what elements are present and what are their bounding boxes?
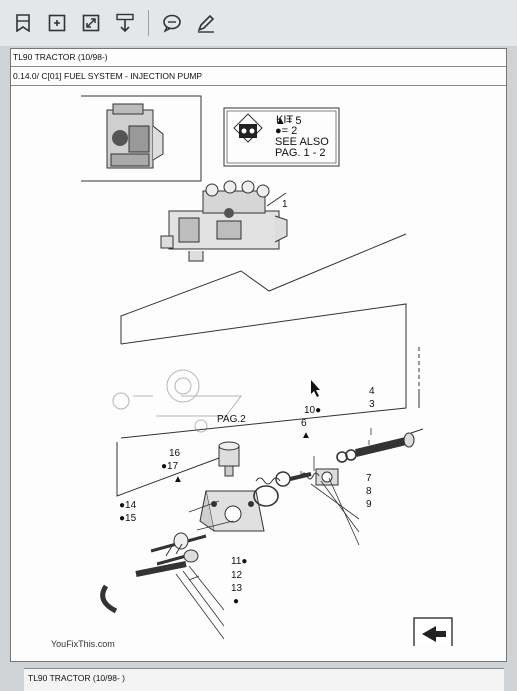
callout-8: 8 [366,486,372,497]
cursor-icon [311,380,320,397]
part-16 [218,441,240,477]
callout-13-dot: ● [233,596,240,607]
callout-7: 7 [366,473,372,484]
part-7-8-9 [275,471,320,487]
toolbar [0,0,517,46]
callout-4: 4 [369,386,375,397]
expand-icon[interactable] [46,12,68,34]
kit-triangle-count: ▲= 5 [275,115,302,127]
parts-diagram [81,95,453,646]
callout-12: 12 [231,570,243,581]
injection-pump [160,180,288,262]
document-title: TL90 TRACTOR (10/98-) [13,52,108,62]
see-also-label: SEE ALSO [275,136,329,148]
callout-6-triangle: ▲ [301,430,311,441]
callout-11: 11● [231,556,248,567]
fullscreen-icon[interactable] [80,12,102,34]
callout-14: ●14 [119,500,137,511]
part-11-12-13 [100,543,187,614]
pencil-icon[interactable] [195,12,217,34]
callout-16: 16 [169,448,181,459]
callout-1: 1 [282,199,288,210]
kit-box [223,107,340,167]
kit-dot-count: ●= 2 [275,125,298,137]
page-reference: PAG. 1 - 2 [275,147,326,159]
callout-17: ●17 [161,461,179,472]
callout-15: ●15 [119,513,137,524]
document-page: TL90 TRACTOR (10/98-) 0.14.0/ C[01] FUEL… [10,48,507,662]
watermark: YouFixThis.com [51,639,115,649]
callout-17-triangle: ▲ [173,474,183,485]
part-3-4 [336,428,424,463]
callout-6: 6 [301,418,307,429]
section-title: 0.14.0/ C[01] FUEL SYSTEM - INJECTION PU… [13,71,203,81]
next-page-icon [413,617,453,646]
part-10 [315,468,339,486]
pag2-label: PAG.2 [217,414,246,425]
download-icon[interactable] [114,12,136,34]
pump-head-body [199,490,265,532]
bookmark-icon[interactable] [12,12,34,34]
toolbar-separator [148,10,149,36]
comment-icon[interactable] [161,12,183,34]
ghost-pump [112,369,242,433]
callout-3: 3 [369,399,375,410]
footer-title: TL90 TRACTOR (10/98- ) [28,673,125,683]
kit-label: KIT [276,114,294,126]
footer-bar: TL90 TRACTOR (10/98- ) [24,668,504,691]
callout-13: 13 [231,583,243,594]
part-14-15 [150,532,207,566]
engine-thumbnail [81,95,202,182]
callout-9: 9 [366,499,372,510]
callout-10: 10● [304,405,322,416]
